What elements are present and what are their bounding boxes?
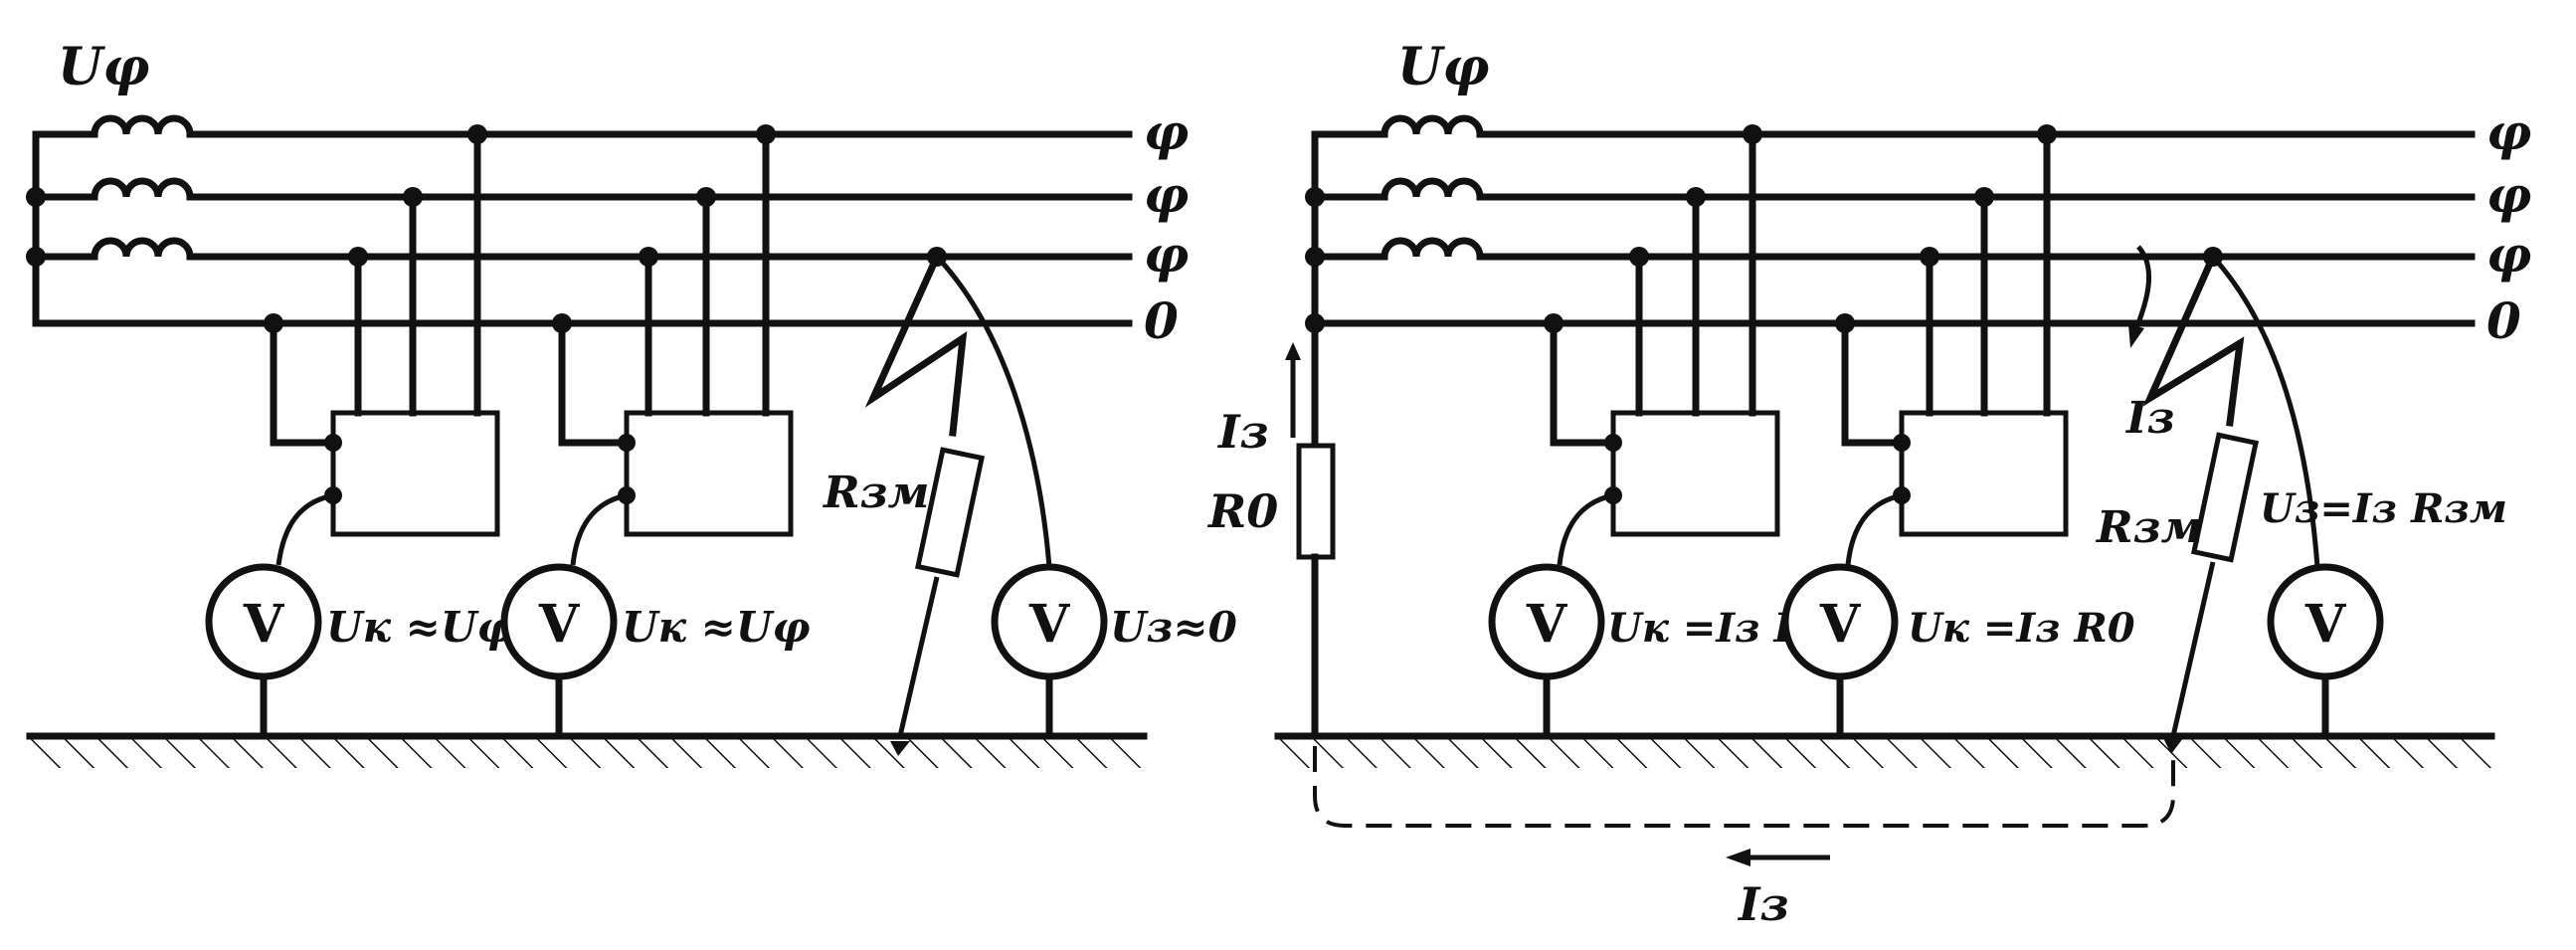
left-meter-1-reading: Uк ≈Uφ bbox=[326, 603, 515, 652]
right-bus-label-2: φ bbox=[2486, 165, 2531, 224]
right-earth-return-path bbox=[1313, 746, 2175, 866]
left-phase-coils bbox=[32, 114, 213, 327]
left-bus-label-2: φ bbox=[1144, 165, 1189, 224]
right-load-2 bbox=[1841, 130, 2069, 566]
left-load-2 bbox=[558, 130, 794, 566]
left-load-1 bbox=[270, 130, 500, 566]
right-phase-coils bbox=[1311, 114, 1501, 327]
left-source-label: Uφ bbox=[58, 37, 149, 97]
right-load-1 bbox=[1550, 130, 1780, 566]
left-panel: Uφ φ φ φ 0 bbox=[26, 37, 1237, 768]
left-bus-label-3: φ bbox=[1144, 225, 1189, 284]
right-bus-label-1: φ bbox=[2486, 102, 2531, 161]
right-panel: Uφ φ φ φ 0 Iз R0 bbox=[1206, 37, 2531, 931]
right-fault-branch bbox=[2128, 245, 2320, 754]
left-meter-3: V bbox=[991, 563, 1108, 740]
right-meter-3-symbol: V bbox=[2304, 594, 2347, 655]
right-junctions bbox=[1305, 124, 2223, 504]
right-neutral-resistor bbox=[1285, 319, 1336, 740]
right-fault-current-label: Iз bbox=[2124, 393, 2175, 444]
left-meter-2-reading: Uк ≈Uφ bbox=[622, 603, 811, 652]
right-earth-current-label: Iз bbox=[1737, 877, 1789, 931]
left-meter-2-symbol: V bbox=[538, 594, 581, 655]
left-ground bbox=[26, 732, 1148, 768]
left-meter-2: V bbox=[500, 563, 618, 740]
right-meter-1: V bbox=[1488, 563, 1605, 740]
right-source-label: Uφ bbox=[1397, 37, 1489, 97]
left-bus-label-1: φ bbox=[1144, 102, 1189, 161]
left-meter-3-symbol: V bbox=[1028, 594, 1071, 655]
right-meter-1-symbol: V bbox=[1526, 594, 1568, 655]
left-meter-3-reading: Uз≈0 bbox=[1110, 603, 1237, 652]
right-meter-2: V bbox=[1781, 563, 1899, 740]
right-neutral-resistor-label: R0 bbox=[1206, 484, 1278, 538]
right-neutral-current-label: Iз bbox=[1216, 405, 1269, 459]
right-ground bbox=[1274, 732, 2495, 768]
right-meter-3: V bbox=[2267, 563, 2384, 740]
right-bus-label-3: φ bbox=[2486, 225, 2531, 284]
right-meter-2-reading: Uк =Iз R0 bbox=[1908, 605, 2135, 652]
right-busbars bbox=[1311, 130, 2476, 327]
left-resistor-label: Rзм bbox=[822, 468, 929, 518]
right-bus-label-4: 0 bbox=[2486, 291, 2521, 350]
left-junctions bbox=[26, 124, 947, 504]
right-fault-voltage-label: Uз=Iз Rзм bbox=[2260, 485, 2507, 532]
left-bus-label-4: 0 bbox=[1144, 291, 1179, 350]
right-resistor-label: Rзм bbox=[2095, 502, 2202, 553]
left-meter-1: V bbox=[205, 563, 322, 740]
right-meter-2-symbol: V bbox=[1819, 594, 1862, 655]
left-meter-1-symbol: V bbox=[243, 594, 285, 655]
left-fault-branch bbox=[864, 252, 1052, 756]
